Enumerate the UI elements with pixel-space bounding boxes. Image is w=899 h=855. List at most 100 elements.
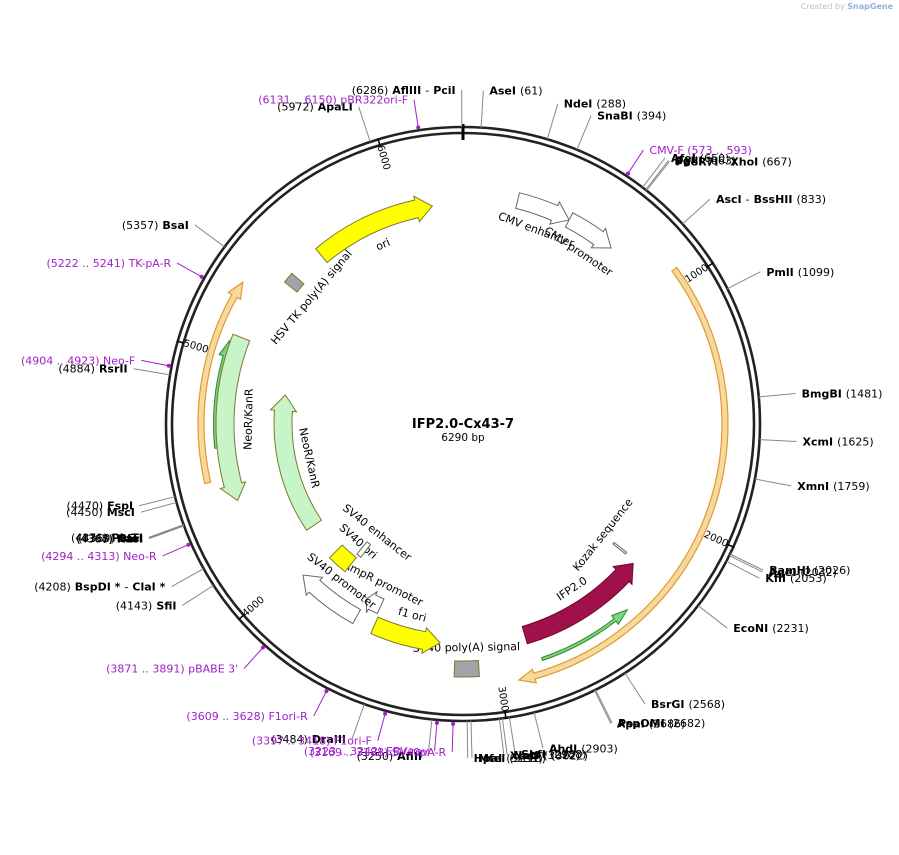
site-line-1 bbox=[480, 90, 484, 128]
primer-label-0[interactable]: CMV-F (573 .. 593) bbox=[649, 144, 751, 157]
enzyme-position: (394) bbox=[637, 110, 667, 123]
site-label-14[interactable]: KflI(2053) bbox=[765, 572, 826, 585]
enzyme-position: (4369) bbox=[78, 532, 115, 545]
site-line-37 bbox=[358, 106, 371, 143]
site-label-1[interactable]: AseI(61) bbox=[489, 85, 542, 98]
feature-kozak-sequence[interactable] bbox=[612, 541, 628, 555]
site-label-26[interactable]: (3484)DraIII bbox=[271, 733, 346, 746]
site-line-22 bbox=[498, 718, 505, 756]
enzyme-name: HpaI bbox=[474, 752, 503, 765]
site-label-35[interactable]: (4884)RsrII bbox=[58, 363, 127, 376]
enzyme-position: (4371) bbox=[71, 531, 108, 544]
site-line-19 bbox=[533, 712, 544, 749]
site-label-11[interactable]: XmnI(1759) bbox=[797, 480, 869, 493]
primer-label-7[interactable]: (4904 .. 4923) Neo-F bbox=[21, 354, 135, 367]
enzyme-position: (3022) bbox=[551, 749, 588, 762]
site-label-24[interactable]: HpaI(3131) bbox=[474, 752, 543, 765]
primer-label-4[interactable]: (3223 .. 3242) EBV-rev bbox=[304, 745, 429, 758]
site-label-34[interactable]: (4470)FspI bbox=[67, 500, 134, 513]
site-label-22[interactable]: XbaI *(3022) bbox=[510, 749, 588, 762]
site-label-16[interactable]: BsrGI(2568) bbox=[651, 698, 725, 711]
feature-cmv-enhancer[interactable] bbox=[515, 192, 570, 225]
enzyme-name: SfiI bbox=[156, 599, 176, 612]
enzyme-position: (2032) bbox=[800, 566, 837, 579]
primer-label-9[interactable]: (6131 .. 6150) pBR322ori-F bbox=[258, 94, 408, 107]
feature-hsv-tk-poly-a-signal[interactable] bbox=[283, 272, 305, 293]
enzyme-name: AflIII bbox=[392, 84, 421, 97]
site-label-23[interactable]: MfeI(3118) bbox=[478, 752, 546, 765]
site-label-20[interactable]: SbfI(2988) bbox=[521, 748, 586, 761]
site-label-33[interactable]: (4450)MscI bbox=[66, 506, 135, 519]
primer-label-6[interactable]: (4294 .. 4313) Neo-R bbox=[41, 550, 157, 563]
site-label-13[interactable]: AgeI(2032) bbox=[768, 566, 837, 579]
feature-label-ori: ori bbox=[374, 236, 392, 254]
enzyme-position: (1625) bbox=[837, 436, 874, 449]
enzyme-name: ApaI bbox=[617, 718, 645, 731]
feature-sv40-poly-a-signal[interactable] bbox=[453, 659, 480, 678]
feature-cmv-promoter[interactable] bbox=[564, 212, 612, 249]
feature-sv40-ori[interactable] bbox=[328, 544, 357, 573]
site-label-8[interactable]: PmlI(1099) bbox=[766, 266, 834, 279]
site-label-29[interactable]: (4367)KasI bbox=[76, 533, 143, 546]
site-label-7[interactable]: AscI-BssHII(833) bbox=[716, 193, 826, 206]
site-label-21[interactable]: NotI(3012) bbox=[513, 749, 580, 762]
enzyme-name: PspOMI bbox=[618, 717, 665, 730]
site-label-27[interactable]: (4143)SfiI bbox=[116, 599, 177, 612]
primer-label-2[interactable]: (3609 .. 3628) F1ori-R bbox=[186, 710, 308, 723]
primer-label-3[interactable]: (3397 .. 3418) F1ori-F bbox=[252, 735, 372, 748]
site-label-2[interactable]: NdeI(288) bbox=[564, 98, 626, 111]
feature-label-sv40-poly-a-signal: SV40 poly(A) signal bbox=[413, 640, 521, 655]
primer-layer: CMV-F (573 .. 593) (3871 .. 3891) pBABE 3… bbox=[21, 94, 752, 759]
site-label-3[interactable]: SnaBI(394) bbox=[597, 110, 666, 123]
primer-label-5[interactable]: (3169 .. 3188) SV40pA-R bbox=[310, 746, 447, 759]
primer-line-3 bbox=[377, 713, 386, 741]
site-label-15[interactable]: EcoNI(2231) bbox=[733, 622, 808, 635]
feature-sv40-promoter[interactable] bbox=[302, 574, 362, 625]
site-label-31[interactable]: (4369)SfoI bbox=[78, 532, 143, 545]
site-label-12[interactable]: BamHI(2026) bbox=[769, 564, 850, 577]
site-label-9[interactable]: BmgBI(1481) bbox=[802, 388, 883, 401]
enzyme-position: (2231) bbox=[772, 622, 809, 635]
primer-label-8[interactable]: (5222 .. 5241) TK-pA-R bbox=[47, 257, 172, 270]
site-line-2 bbox=[546, 103, 559, 140]
site-label-4[interactable]: AfeI(650) bbox=[671, 152, 729, 165]
site-label-0[interactable]: (6286)AflIII-PciI bbox=[352, 84, 456, 97]
enzyme-position: (4143) bbox=[116, 599, 153, 612]
enzyme-name: NarI bbox=[117, 532, 143, 545]
site-label-28[interactable]: (4208)BspDI *-ClaI * bbox=[34, 581, 165, 594]
site-line-31 bbox=[148, 524, 184, 539]
tick-label-3000: 3000 bbox=[495, 686, 510, 713]
enzyme-name: XhoI bbox=[730, 155, 758, 168]
primer-label-1[interactable]: (3871 .. 3891) pBABE 3' bbox=[106, 662, 238, 675]
site-label-36[interactable]: (5357)BsaI bbox=[122, 219, 189, 232]
site-label-10[interactable]: XcmI(1625) bbox=[803, 436, 874, 449]
site-line-27 bbox=[182, 584, 214, 606]
feature-f1-ori[interactable] bbox=[370, 616, 441, 655]
site-label-32[interactable]: (4371)PluTI bbox=[71, 531, 143, 544]
site-label-25[interactable]: (3250)AflII bbox=[357, 750, 422, 763]
enzyme-position: (663) bbox=[707, 155, 737, 168]
enzyme-name: PaeR7I bbox=[675, 155, 718, 168]
feature-ampr-promoter[interactable] bbox=[365, 590, 385, 615]
site-label-19[interactable]: AhdI(2903) bbox=[549, 742, 618, 755]
site-label-5[interactable]: BglII(663) bbox=[674, 155, 736, 168]
enzyme-position: (2903) bbox=[581, 742, 618, 755]
feature-sv40-enhancer[interactable] bbox=[356, 541, 372, 559]
site-label-37[interactable]: (5972)ApaLI bbox=[277, 101, 353, 114]
tick-label-1000: 1000 bbox=[683, 262, 710, 285]
enzyme-name: XmnI bbox=[797, 480, 829, 493]
site-line-8 bbox=[727, 271, 761, 290]
enzyme-name: ClaI * bbox=[132, 581, 165, 594]
site-label-17[interactable]: PspOMI(2682) bbox=[618, 717, 705, 730]
site-label-6[interactable]: PaeR7I-XhoI(667) bbox=[675, 155, 791, 168]
feature-neor-kanr-inner[interactable] bbox=[269, 394, 323, 531]
primer-mark-2 bbox=[324, 689, 329, 694]
feature-ori[interactable] bbox=[314, 195, 434, 264]
enzyme-position: (5357) bbox=[122, 219, 159, 232]
enzyme-position: - bbox=[746, 193, 750, 206]
site-label-30[interactable]: (4368)NarI bbox=[76, 532, 143, 545]
feature-ifp2-0[interactable] bbox=[521, 562, 634, 645]
feature-neor-kanr-outer[interactable] bbox=[215, 333, 251, 502]
site-label-18[interactable]: ApaI(2686) bbox=[617, 718, 685, 731]
